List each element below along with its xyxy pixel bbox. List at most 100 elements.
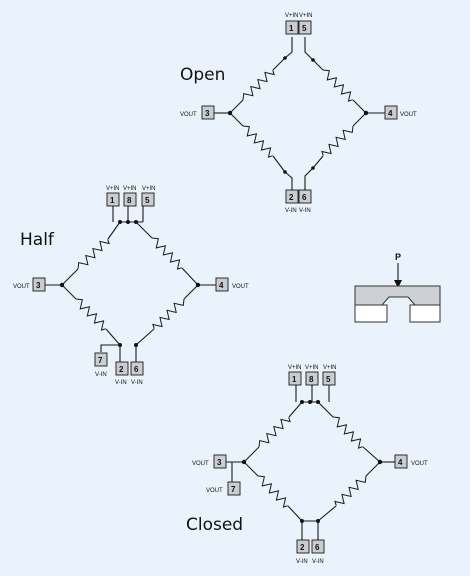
force-arrow-head-icon (394, 280, 402, 288)
closed-pin-bottom-a: 2 (296, 539, 310, 554)
closed-label-left: VOUT (192, 461, 209, 467)
open-wire-top-left (284, 37, 293, 59)
open-resistor-bottom-right (312, 112, 367, 169)
closed-label-top-a: V+IN (288, 365, 302, 371)
closed-pin-left: 3 (213, 454, 227, 469)
half-pin-top-a: 1 (106, 192, 120, 207)
svg-text:1: 1 (289, 24, 294, 33)
half-node-right (195, 282, 201, 288)
half-bridge: Half (13, 186, 249, 386)
sensor-base-left (354, 304, 388, 323)
svg-text:5: 5 (326, 375, 331, 384)
closed-wire-bottom (301, 520, 319, 540)
half-pin-top-c: 5 (141, 192, 155, 207)
closed-label-bottom-b: V-IN (312, 559, 324, 565)
open-resistor-top-left (229, 57, 286, 114)
open-pin-bottom-left: 2 (285, 189, 299, 204)
half-pin-bottom-b: 6 (130, 361, 144, 376)
open-pin-left: 3 (201, 105, 215, 120)
pressure-sensor-illustration: P (354, 252, 441, 323)
closed-resistor-top-right (317, 401, 381, 463)
half-node-top-b (126, 220, 130, 224)
half-resistor-bottom-right (135, 284, 199, 346)
open-node-top-left (283, 56, 287, 60)
half-pin-top-b: 8 (123, 192, 137, 207)
svg-text:8: 8 (127, 196, 132, 205)
sensor-diaphragm (354, 285, 441, 306)
half-label-top-a: V+IN (106, 186, 120, 192)
half-label-left: VOUT (13, 284, 30, 290)
open-wire-top-right (304, 37, 314, 61)
svg-text:2: 2 (119, 365, 124, 374)
open-node-top-right (311, 58, 315, 62)
closed-label-left-extra: VOUT (206, 488, 223, 494)
open-label-top-right: V+IN (299, 13, 313, 19)
open-node-right (363, 110, 369, 116)
half-resistor-top-left (61, 221, 121, 286)
force-label: P (395, 252, 401, 262)
open-pin-top-right: 5 (298, 20, 312, 35)
open-node-left (227, 110, 233, 116)
open-wire-bottom-right (304, 167, 314, 190)
half-title: Half (20, 230, 55, 250)
open-pin-top-left: 1 (285, 20, 299, 35)
closed-wire-top (295, 384, 330, 403)
open-node-bottom-left (283, 170, 287, 174)
open-title: Open (180, 65, 225, 85)
svg-text:1: 1 (292, 375, 297, 384)
closed-resistor-bottom-right (317, 461, 381, 522)
svg-text:2: 2 (289, 193, 294, 202)
half-label-bottom-a: V-IN (115, 380, 127, 386)
open-label-right: VOUT (400, 112, 417, 118)
closed-bridge: Closed (186, 365, 428, 565)
half-pin-bottom-a: 2 (115, 361, 129, 376)
closed-resistor-top-left (243, 401, 303, 463)
closed-resistor-bottom-left (243, 461, 303, 522)
half-label-bottom-b: V-IN (131, 380, 143, 386)
svg-text:6: 6 (134, 365, 139, 374)
half-node-left (59, 282, 65, 288)
svg-text:6: 6 (315, 543, 320, 552)
svg-text:4: 4 (219, 281, 224, 290)
svg-text:3: 3 (205, 109, 210, 118)
closed-pin-bottom-b: 6 (311, 539, 325, 554)
svg-text:4: 4 (398, 458, 403, 467)
closed-node-right (377, 459, 383, 465)
open-node-bottom-right (311, 166, 315, 170)
svg-text:7: 7 (98, 356, 103, 365)
closed-label-top-c: V+IN (323, 365, 337, 371)
open-resistor-top-right (312, 59, 367, 114)
svg-text:4: 4 (388, 109, 393, 118)
open-resistor-bottom-left (229, 112, 286, 173)
closed-pin-top-b: 8 (305, 371, 319, 386)
closed-label-bottom-a: V-IN (296, 559, 308, 565)
open-pin-right: 4 (384, 105, 398, 120)
half-resistor-bottom-left (61, 284, 121, 346)
half-pin-left: 3 (32, 277, 46, 292)
open-label-bottom-left: V-IN (285, 208, 297, 214)
svg-text:5: 5 (302, 24, 307, 33)
half-wire-top (112, 205, 144, 223)
half-label-bottom-extra: V-IN (95, 372, 107, 378)
closed-pin-left-extra: 7 (227, 481, 241, 496)
svg-text:3: 3 (217, 458, 222, 467)
svg-text:6: 6 (302, 193, 307, 202)
closed-pin-right: 4 (394, 454, 408, 469)
closed-label-top-b: V+IN (305, 365, 319, 371)
half-resistor-top-right (135, 221, 199, 286)
svg-text:8: 8 (309, 375, 314, 384)
closed-node-left (241, 459, 247, 465)
half-label-top-c: V+IN (142, 186, 156, 192)
half-label-right: VOUT (232, 284, 249, 290)
closed-label-right: VOUT (411, 461, 428, 467)
closed-node-top-b (308, 400, 312, 404)
svg-text:3: 3 (36, 281, 41, 290)
half-pin-bottom-extra: 7 (94, 352, 108, 367)
open-pin-bottom-right: 6 (298, 189, 312, 204)
open-label-left: VOUT (180, 112, 197, 118)
open-label-top-left: V+IN (285, 13, 299, 19)
svg-text:7: 7 (231, 485, 236, 494)
open-label-bottom-right: V-IN (299, 208, 311, 214)
